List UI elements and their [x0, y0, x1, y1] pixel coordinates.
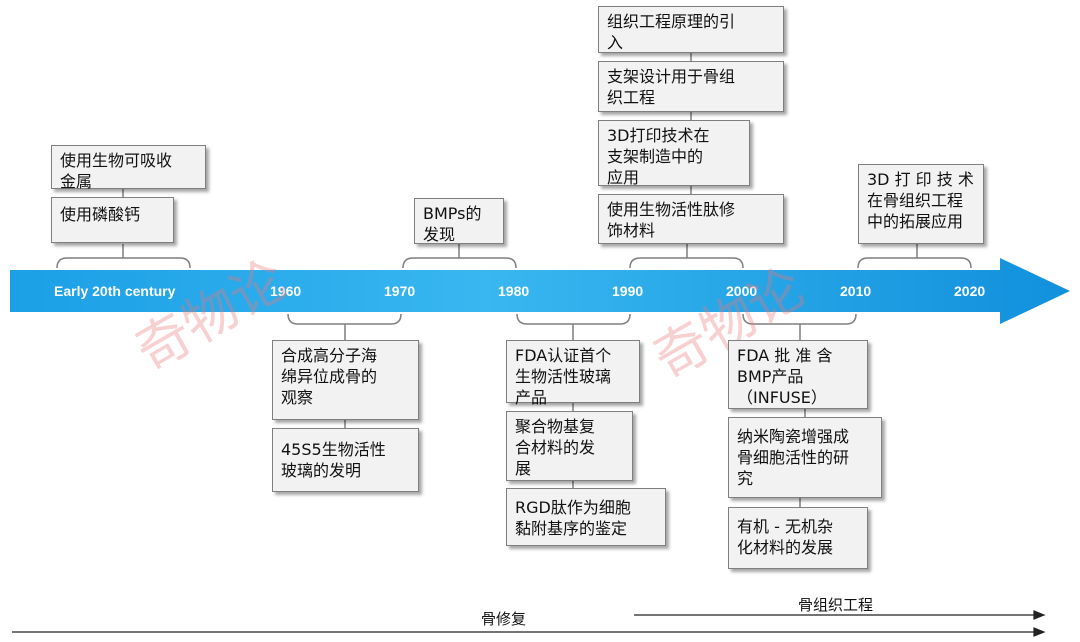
year-label-2010: 2010 — [840, 283, 871, 299]
event-fda-infuse: FDA 批 准 含 BMP产品 （INFUSE） — [728, 340, 868, 409]
event-nanoceramic: 纳米陶瓷增强成 骨细胞活性的研 究 — [728, 417, 882, 498]
era-label-bone-repair: 骨修复 — [481, 610, 527, 628]
event-3d-printing-expansion: 3D 打 印 技 术 在骨组织工程 中的拓展应用 — [858, 164, 984, 244]
bracket-2000 — [742, 313, 857, 340]
bracket-1980 — [516, 313, 631, 340]
year-label-1980: 1980 — [498, 283, 529, 299]
bracket-early — [56, 244, 191, 269]
event-calcium-phosphate: 使用磷酸钙 — [51, 197, 174, 243]
year-label-1960: 1960 — [270, 283, 301, 299]
event-rgd-peptide: RGD肽作为细胞 黏附基序的鉴定 — [506, 488, 666, 546]
bracket-1990 — [629, 244, 744, 269]
timeline-arrow — [10, 258, 1070, 324]
event-bioabsorbable-metal: 使用生物可吸收 金属 — [51, 145, 206, 191]
era-label-bone-tissue-engineering: 骨组织工程 — [798, 596, 874, 614]
year-label-1990: 1990 — [612, 283, 643, 299]
year-label-2020: 2020 — [954, 283, 985, 299]
event-polymer-composite: 聚合物基复 合材料的发 展 — [506, 411, 633, 481]
event-polymer-sponge: 合成高分子海 绵异位成骨的 观察 — [272, 340, 419, 420]
event-tissue-engineering-principle: 组织工程原理的引 入 — [598, 6, 784, 53]
event-45s5-bioglass: 45S5生物活性 玻璃的发明 — [272, 428, 419, 492]
event-hybrid-materials: 有机 - 无机杂 化材料的发展 — [728, 507, 868, 569]
event-bioactive-peptide: 使用生物活性肽修 饰材料 — [598, 194, 784, 244]
year-label-early: Early 20th century — [54, 283, 176, 299]
event-scaffold-design: 支架设计用于骨组 织工程 — [598, 61, 784, 112]
bracket-2010 — [857, 244, 972, 269]
event-bmps-discovery: BMPs的 发现 — [414, 198, 504, 244]
bracket-1960 — [287, 313, 402, 340]
event-3d-printing-scaffold: 3D打印技术在 支架制造中的 应用 — [598, 120, 750, 187]
bracket-1970 — [402, 244, 517, 269]
event-fda-bioglass: FDA认证首个 生物活性玻璃 产品 — [506, 340, 640, 407]
year-label-2000: 2000 — [726, 283, 757, 299]
year-label-1970: 1970 — [384, 283, 415, 299]
